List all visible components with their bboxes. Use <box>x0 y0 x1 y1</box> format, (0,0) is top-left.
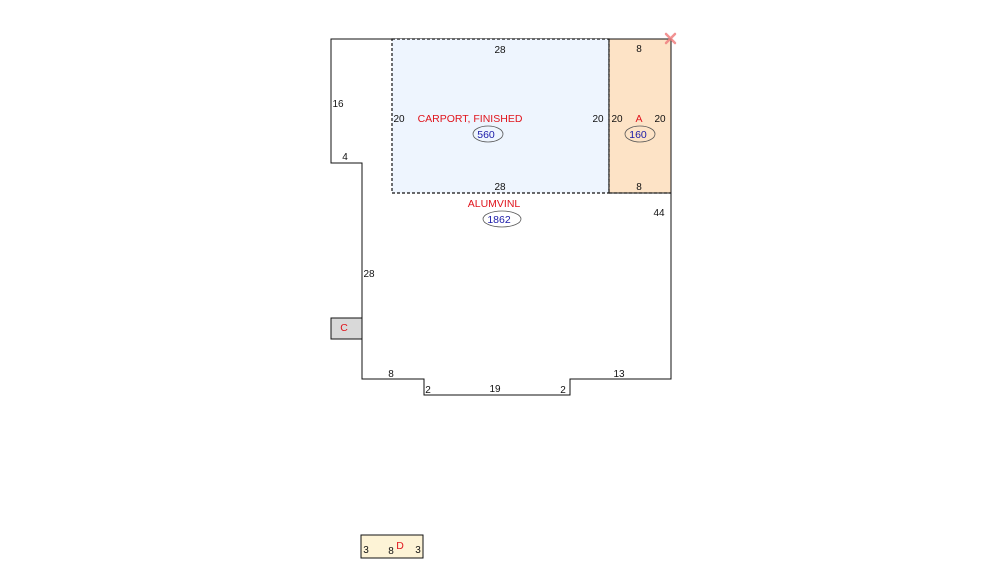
carport-dim-right: 20 <box>592 114 604 125</box>
section-d-label: D <box>396 540 404 552</box>
section-a-area-value: 160 <box>629 129 647 141</box>
dim-right: 44 <box>653 208 665 219</box>
main-area-ellipse <box>482 210 522 228</box>
carport-area-ellipse <box>472 125 504 143</box>
carport-dim-left: 20 <box>393 114 405 125</box>
section-d-dim-right: 3 <box>415 545 421 556</box>
carport-area-value: 560 <box>477 129 495 141</box>
main-label: ALUMVINL <box>468 198 521 210</box>
section-a-area-ellipse <box>624 125 656 143</box>
section-a-dim-right: 20 <box>654 114 666 125</box>
x-marker-icon <box>664 32 677 45</box>
section-a-label: A <box>635 113 642 125</box>
dim-notch-bottom: 19 <box>489 384 501 395</box>
dim-notch-left: 2 <box>425 385 431 396</box>
section-a-dim-top: 8 <box>636 44 642 55</box>
section-d-dim-left: 3 <box>363 545 369 556</box>
main-area-value: 1862 <box>487 214 511 226</box>
dim-step: 4 <box>342 152 348 163</box>
carport-dim-bottom: 28 <box>494 182 506 193</box>
dim-bottom-left: 8 <box>388 369 394 380</box>
carport-label: CARPORT, FINISHED <box>418 113 523 125</box>
section-c-area <box>330 317 363 340</box>
dim-notch-right: 2 <box>560 385 566 396</box>
section-a-dim-left: 20 <box>611 114 623 125</box>
section-d-area <box>360 534 424 559</box>
dim-left-upper: 16 <box>332 99 344 110</box>
section-d-dim-bottom: 8 <box>388 546 394 557</box>
carport-area <box>391 38 610 194</box>
section-c-label: C <box>340 322 348 334</box>
dim-bottom-right: 13 <box>613 369 625 380</box>
section-a-dim-bottom: 8 <box>636 182 642 193</box>
carport-dim-top: 28 <box>494 45 506 56</box>
dim-left-lower: 28 <box>363 269 375 280</box>
